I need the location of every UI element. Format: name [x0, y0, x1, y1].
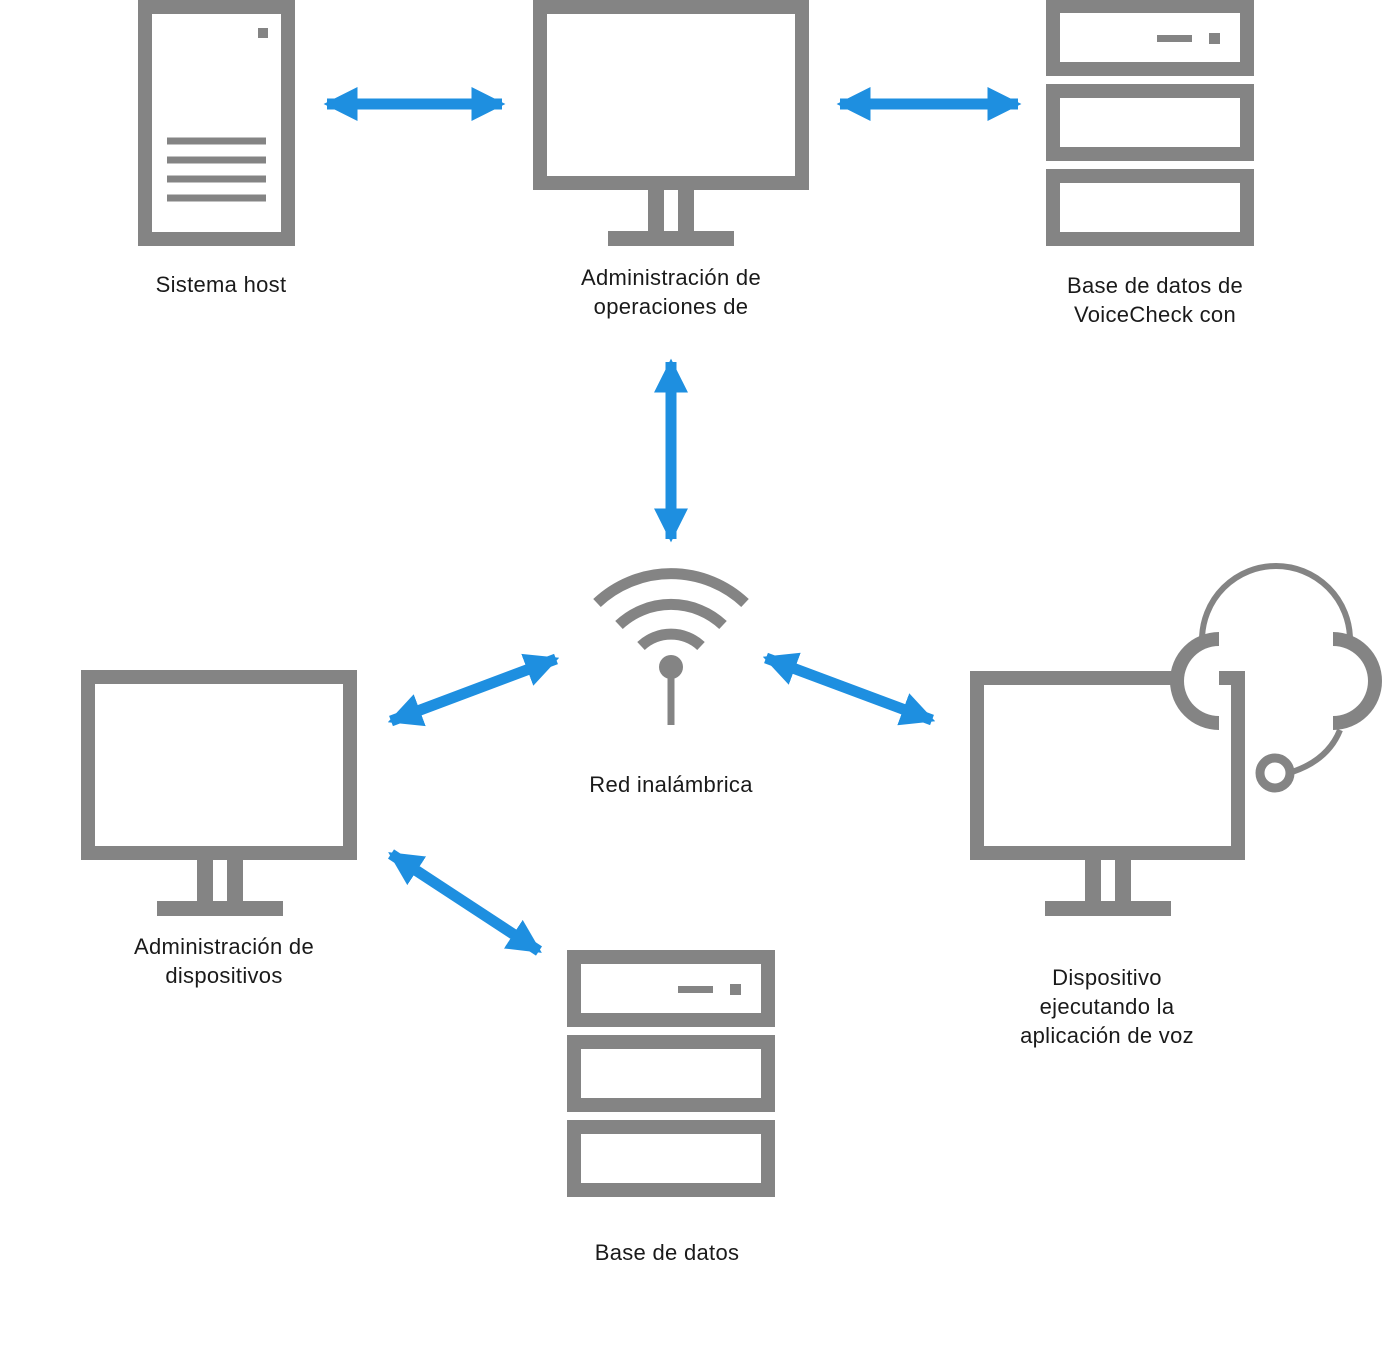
headset-icon — [1170, 563, 1382, 793]
wifi-icon — [593, 568, 749, 725]
db-label: Base de datos — [594, 1240, 740, 1265]
monitor-headset-icon — [970, 563, 1382, 916]
device-mgmt-label: Administración de dispositivos — [134, 934, 314, 988]
arrow-wireless-voice-device — [762, 652, 936, 726]
server-rack-icon — [567, 950, 775, 1197]
arrow-wireless-device-mgmt — [387, 653, 560, 727]
ops-label: Administración de operaciones de — [581, 265, 761, 319]
host-label: Sistema host — [155, 272, 287, 297]
wireless-label: Red inalámbrica — [589, 772, 753, 797]
server-rack-icon — [1046, 0, 1254, 246]
voicecheck-db-label: Base de datos de VoiceCheck con — [1066, 273, 1244, 327]
tower-server-icon — [138, 0, 295, 246]
monitor-icon — [81, 670, 357, 916]
monitor-icon — [533, 0, 809, 246]
voice-device-label: Dispositivo ejecutando la aplicación de … — [1020, 965, 1194, 1048]
connection-arrows — [323, 86, 1022, 956]
arrow-device-mgmt-db — [387, 849, 543, 956]
